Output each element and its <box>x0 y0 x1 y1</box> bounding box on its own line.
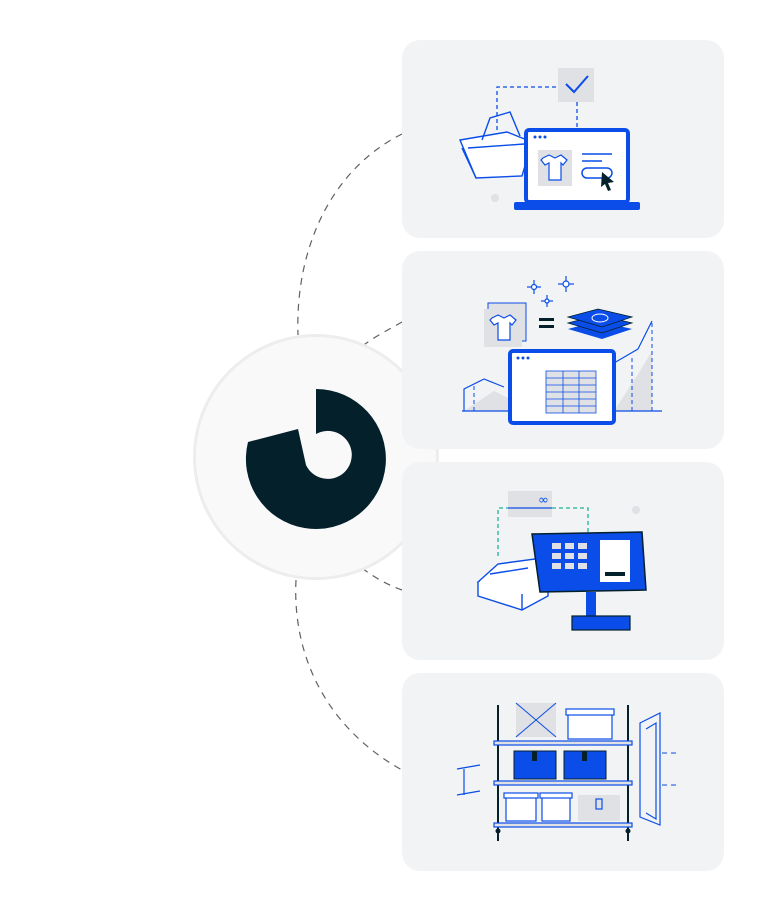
pos-stand <box>571 615 631 631</box>
cursor-icon <box>601 172 614 191</box>
laptop-base <box>514 202 640 210</box>
connector-arc-top <box>297 133 403 336</box>
inventory-pricing-illustration <box>462 276 662 425</box>
card-point-of-sale: ∞ <box>402 462 724 660</box>
cash-stack-icon <box>566 308 634 339</box>
connector-arc-upper <box>359 321 403 349</box>
brand-hub <box>196 337 436 577</box>
receipt-printer-icon <box>476 557 549 611</box>
card-warehouse <box>402 673 724 871</box>
checkbox-icon <box>558 68 594 102</box>
online-store-illustration <box>459 68 665 210</box>
tshirt-icon <box>540 154 568 181</box>
tshirt-icon <box>489 314 517 341</box>
card-online-store <box>402 40 724 238</box>
connector-arc-lower <box>361 567 403 591</box>
connector-arc-bottom <box>295 579 403 771</box>
point-of-sale-illustration: ∞ <box>476 491 647 631</box>
payment-card-icon <box>508 491 552 517</box>
payment-card-symbol: ∞ <box>538 493 549 508</box>
brand-ring-logo <box>245 389 386 529</box>
warehouse-shelving-illustration <box>456 702 677 841</box>
card-inventory-pricing <box>402 251 724 449</box>
